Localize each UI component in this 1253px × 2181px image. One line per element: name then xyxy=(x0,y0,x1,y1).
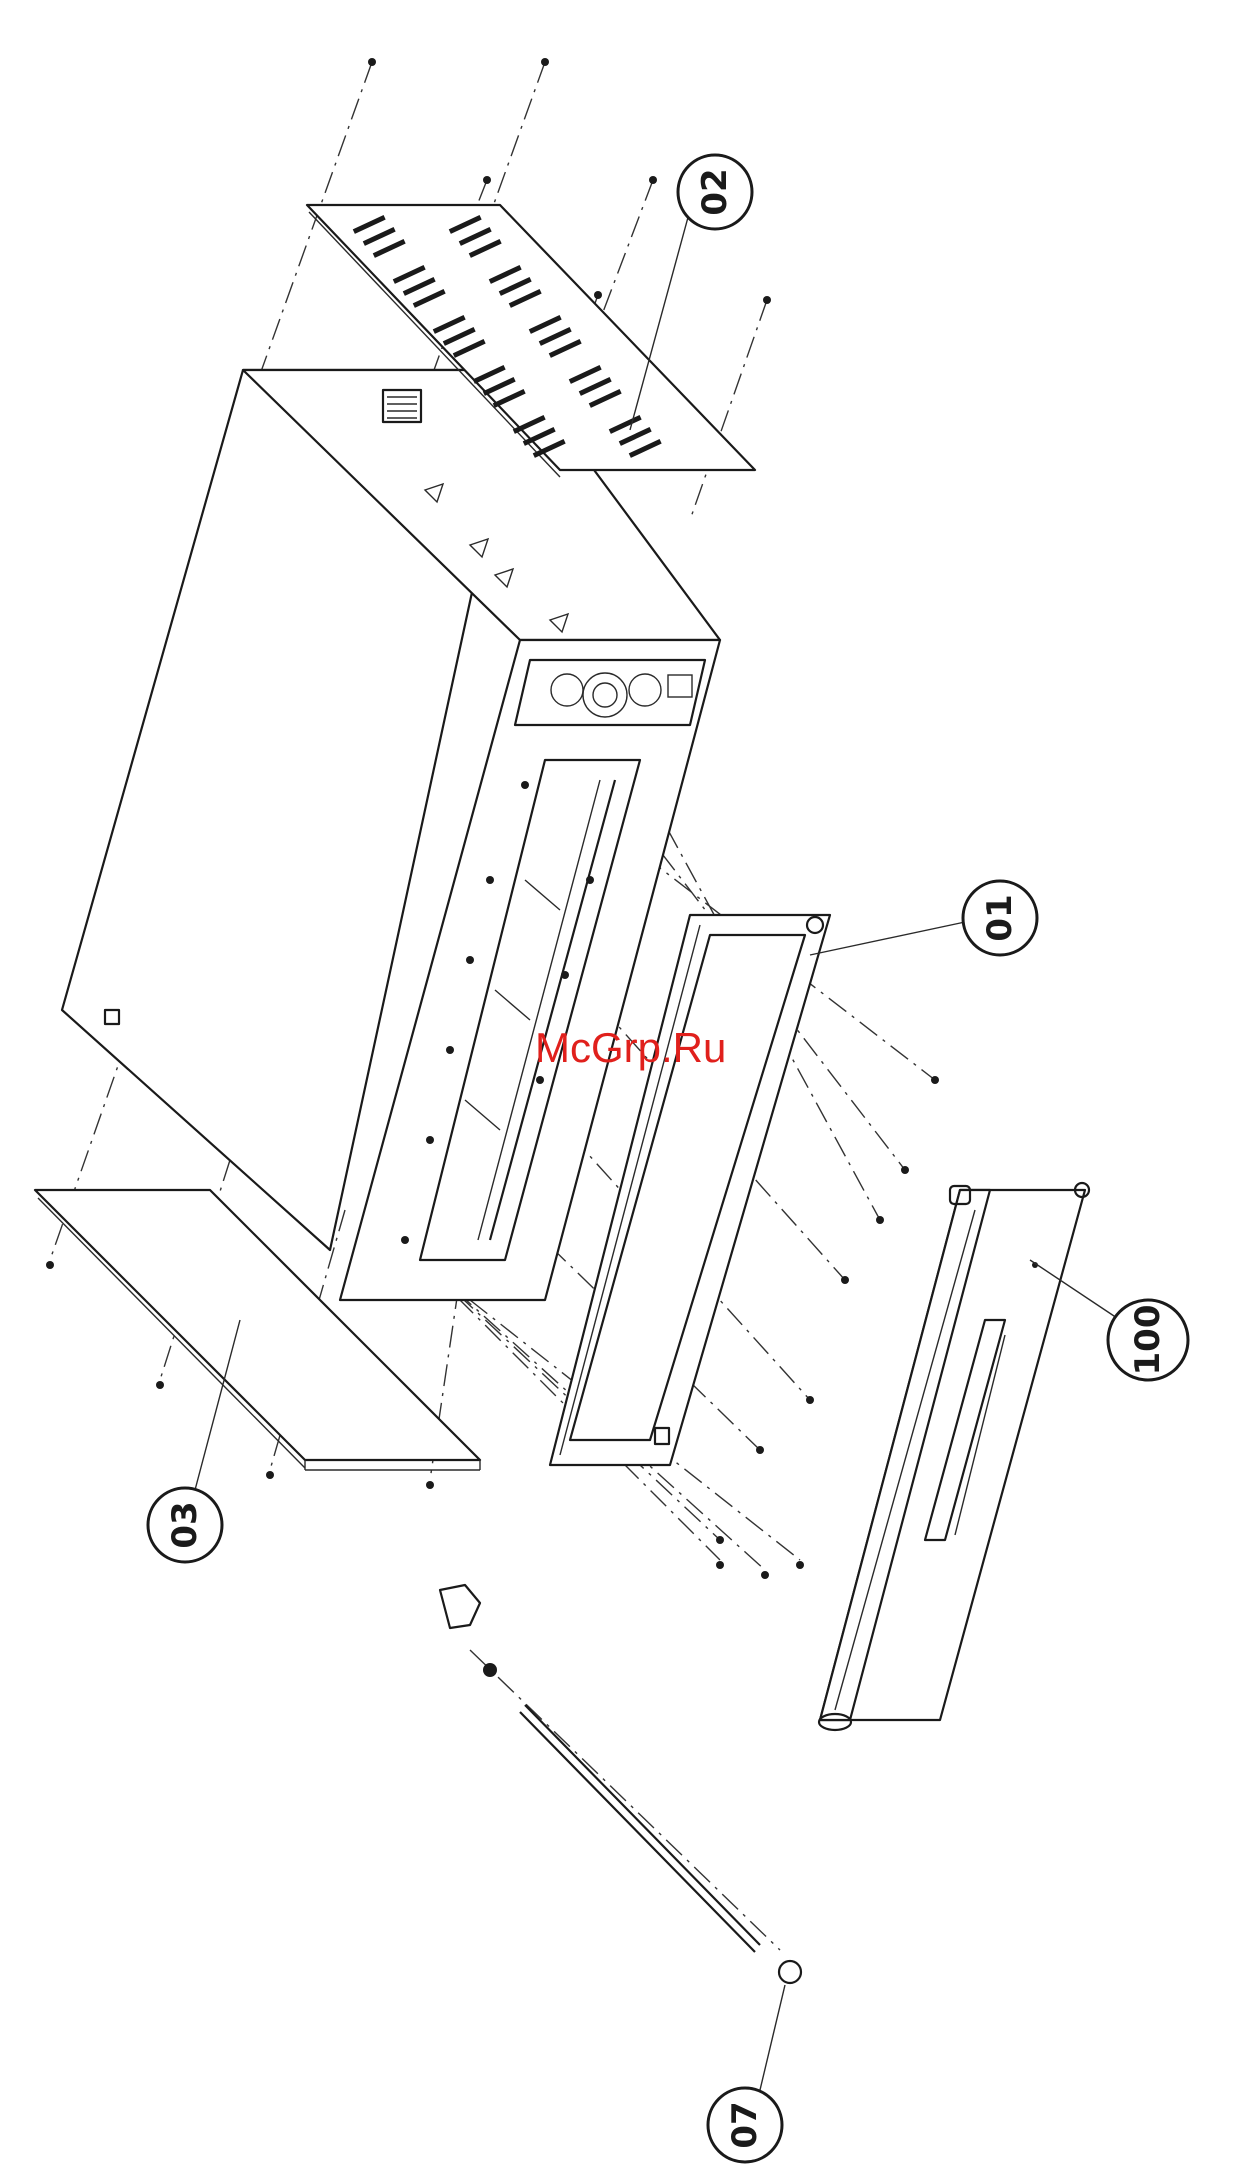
callout-01-label: 01 xyxy=(980,894,1020,941)
callout-03: 03 xyxy=(148,1488,222,1562)
hinge-rod xyxy=(440,1585,801,1983)
cabinet-body xyxy=(62,370,720,1300)
callout-100-label: 100 xyxy=(1128,1305,1168,1376)
callout-02: 02 xyxy=(678,155,752,229)
callout-07-label: 07 xyxy=(725,2101,765,2148)
door-assembly xyxy=(819,1183,1089,1730)
callout-03-label: 03 xyxy=(165,1501,205,1548)
callout-01: 01 xyxy=(963,881,1037,955)
callout-100: 100 xyxy=(1108,1300,1188,1380)
watermark-text: McGrp.Ru xyxy=(535,1024,726,1071)
callout-02-label: 02 xyxy=(695,168,735,215)
callout-07: 07 xyxy=(708,2088,782,2162)
